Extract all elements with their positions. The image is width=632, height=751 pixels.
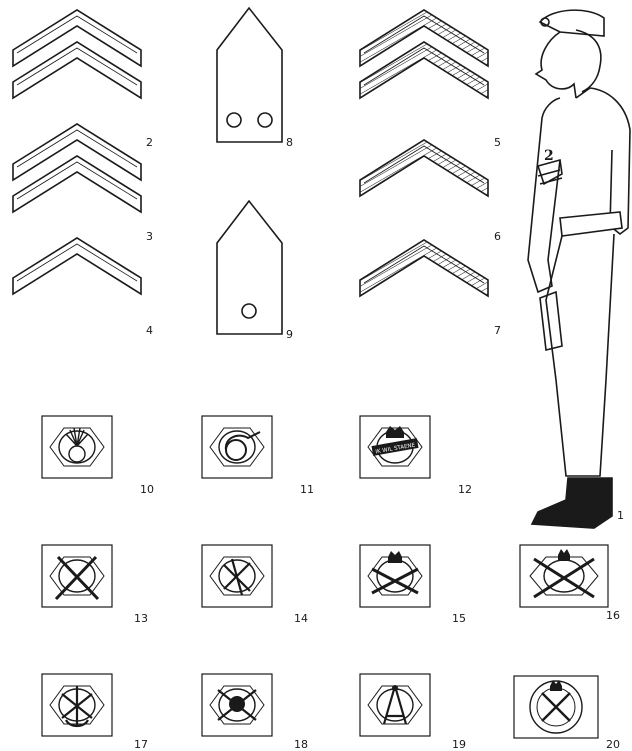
label-16: 16 — [606, 609, 620, 622]
label-12: 12 — [458, 483, 472, 496]
label-7: 7 — [494, 324, 501, 337]
collar-badge-16: 16 — [520, 545, 620, 622]
label-5: 5 — [494, 136, 501, 149]
collar-badge-12: IK WIL STAENE 12 — [360, 416, 472, 496]
label-10: 10 — [140, 483, 154, 496]
label-8: 8 — [286, 136, 293, 149]
label-1: 1 — [617, 509, 624, 522]
chevron-insignia-4: 4 — [13, 238, 153, 337]
label-3: 3 — [146, 230, 153, 243]
label-9: 9 — [286, 328, 293, 341]
label-17: 17 — [134, 738, 148, 751]
collar-badge-20: 20 — [514, 676, 620, 751]
svg-text:2: 2 — [544, 148, 554, 164]
label-2: 2 — [146, 136, 153, 149]
collar-badge-13: 13 — [42, 545, 148, 625]
label-14: 14 — [294, 612, 308, 625]
chevron-insignia-3: 3 — [13, 124, 153, 243]
shoulder-tab-8: 8 — [217, 8, 293, 149]
collar-badge-11: 11 — [202, 416, 314, 496]
collar-badge-10: 10 — [42, 416, 154, 496]
collar-badge-17: 17 — [42, 674, 148, 751]
label-6: 6 — [494, 230, 501, 243]
collar-badge-15: 15 — [360, 545, 466, 625]
label-15: 15 — [452, 612, 466, 625]
label-19: 19 — [452, 738, 466, 751]
label-11: 11 — [300, 483, 314, 496]
collar-badge-14: 14 — [202, 545, 308, 625]
hatched-chevron-insignia-5: 5 — [360, 10, 501, 149]
label-13: 13 — [134, 612, 148, 625]
soldier-figure: 2 1 — [528, 10, 630, 528]
shoulder-tab-9: 9 — [217, 201, 293, 341]
hatched-chevron-insignia-7: 7 — [360, 240, 501, 337]
label-20: 20 — [606, 738, 620, 751]
collar-badge-19: 19 — [360, 674, 466, 751]
label-18: 18 — [294, 738, 308, 751]
hatched-chevron-insignia-6: 6 — [360, 140, 501, 243]
label-4: 4 — [146, 324, 153, 337]
collar-badge-18: 18 — [202, 674, 308, 751]
